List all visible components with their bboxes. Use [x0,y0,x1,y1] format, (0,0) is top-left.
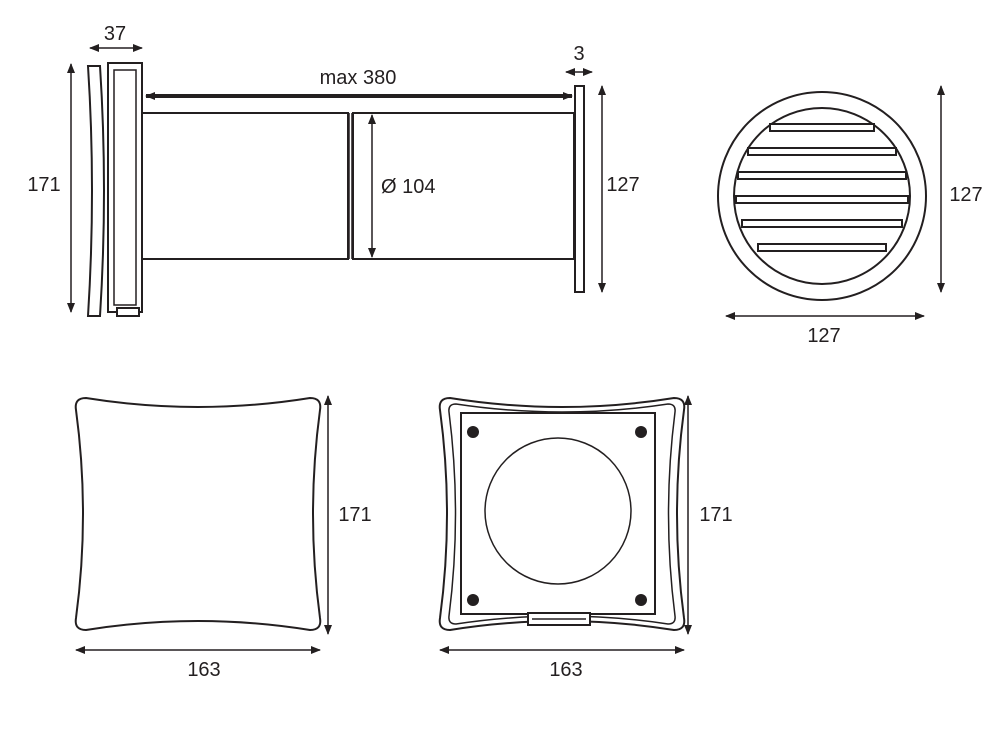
back-mounting-plate [460,412,656,615]
dim-label-3: 3 [573,43,584,65]
grille-louver [741,219,903,228]
side-tube-left [141,112,349,260]
dim-label-171-front: 171 [338,504,371,526]
grille-louvers [735,123,909,252]
side-cover-curved [86,65,105,317]
grille-louver [737,171,907,180]
side-rear-flange [574,85,585,293]
dim-label-37: 37 [104,23,126,45]
back-frame-inner [448,403,676,625]
side-front-panel [107,62,143,313]
grille-louver [769,123,875,132]
dim-label-127-grille-width: 127 [807,325,840,347]
round-grille-view: 127 127 [717,85,983,347]
side-front-panel-inner [113,69,137,306]
grille-louver [747,147,897,156]
screw-hole-bottom-right [635,594,647,606]
dim-label-diameter: Ø 104 [381,176,435,198]
dim-label-max-380: max 380 [320,67,397,89]
screw-hole-top-left [467,426,479,438]
back-duct-opening [484,437,632,585]
back-view: 171 163 [438,395,733,681]
side-front-tab [116,307,140,317]
grille-louver [757,243,887,252]
side-view: 37 max 380 3 171 Ø 104 127 [27,23,640,317]
grille-outer-ring [717,91,927,301]
front-cover [74,396,322,632]
screw-hole-bottom-left [467,594,479,606]
dim-label-163-back: 163 [549,659,582,681]
side-tube-right [352,112,575,260]
screw-hole-top-right [635,426,647,438]
dim-label-171-back: 171 [699,504,732,526]
dim-label-163-front: 163 [187,659,220,681]
dim-label-171-side: 171 [27,174,60,196]
grille-louver [735,195,909,204]
front-view: 171 163 [74,395,372,681]
dim-label-127-grille-height: 127 [949,184,982,206]
dim-label-127-flange: 127 [606,174,639,196]
grille-inner-ring [733,107,911,285]
dim-bar-max-380 [146,94,572,98]
